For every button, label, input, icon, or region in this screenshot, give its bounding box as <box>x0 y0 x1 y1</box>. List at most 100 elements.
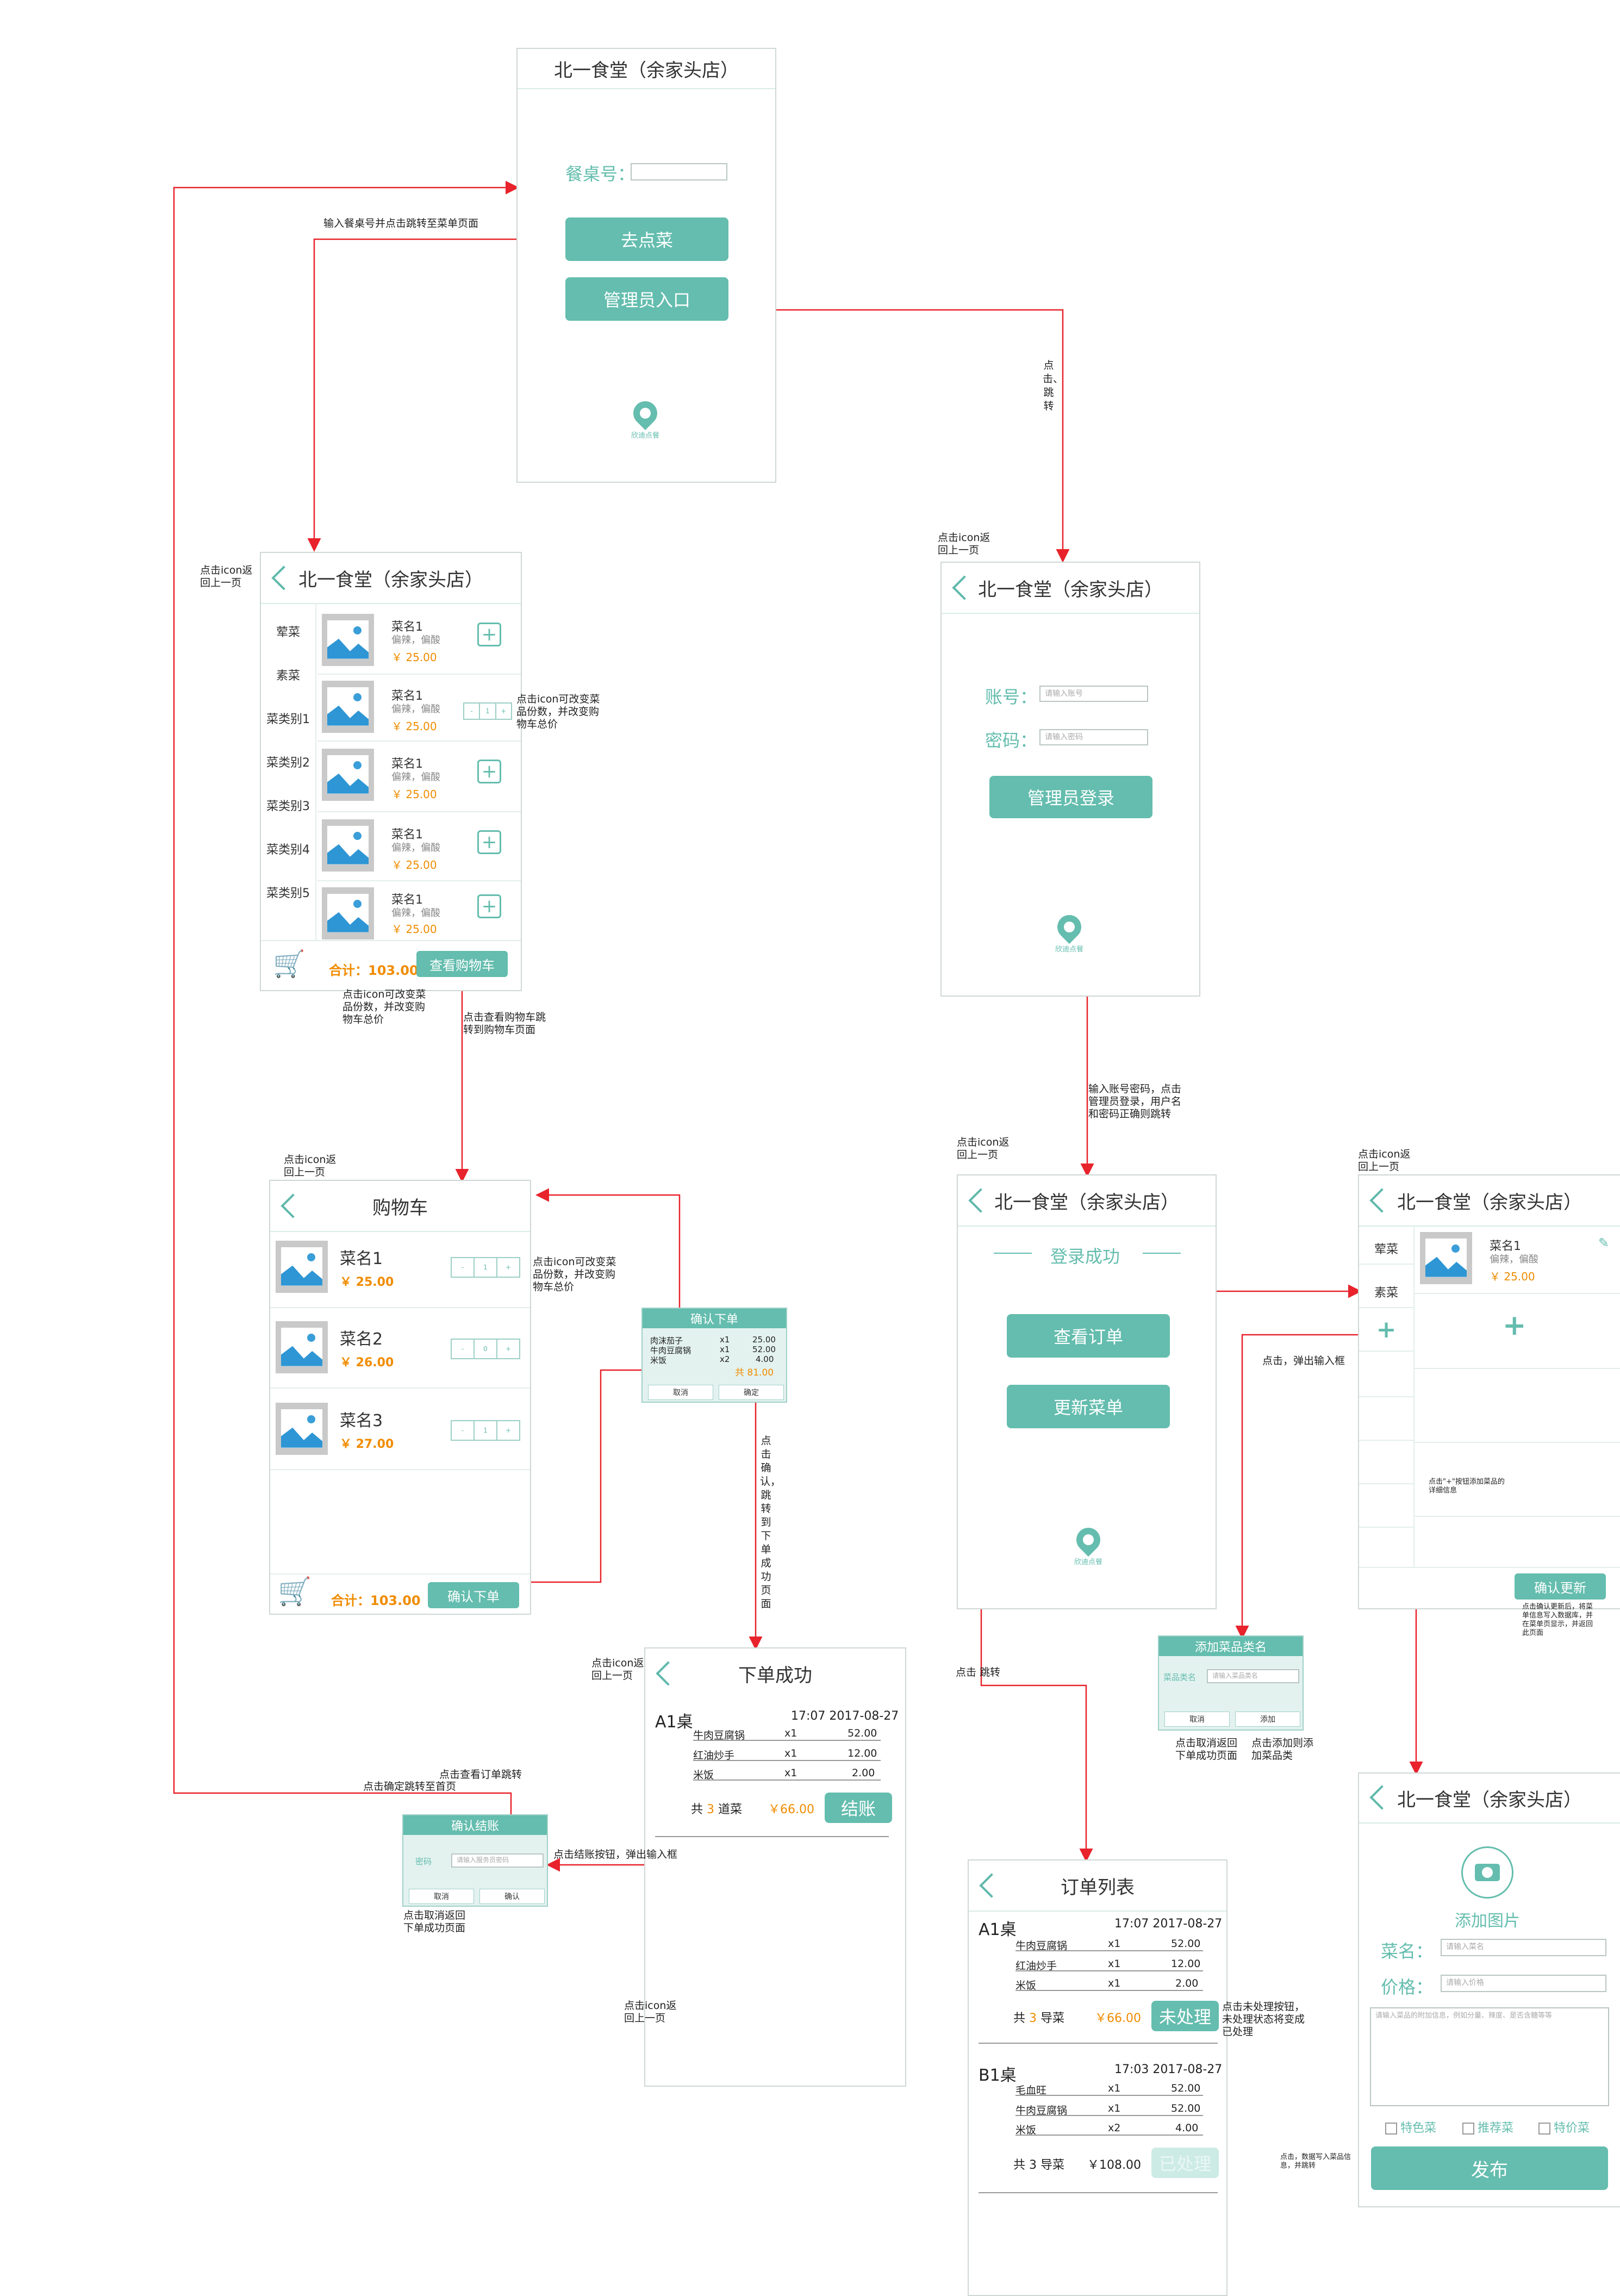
dish-image <box>322 749 374 801</box>
price-input[interactable]: 请输入价格 <box>1441 1975 1606 1992</box>
line-price: 52.00 <box>1171 2082 1201 2094</box>
count-prefix: 共 <box>691 1803 703 1816</box>
table-number-input[interactable] <box>631 163 727 181</box>
ok-button[interactable]: 确认 <box>479 1889 545 1904</box>
category-item[interactable]: 荤菜 <box>276 626 300 639</box>
category-item[interactable]: 菜类别5 <box>266 887 310 900</box>
title-line <box>994 1253 1032 1254</box>
quantity-stepper[interactable]: - 1+ <box>451 1420 520 1441</box>
row-divider <box>1359 1483 1413 1484</box>
annotation: 点击、跳转 <box>1043 359 1064 412</box>
checkbox[interactable] <box>1538 2123 1550 2135</box>
location-pin-icon <box>1071 1522 1106 1557</box>
category-item[interactable]: 菜类别4 <box>266 843 310 857</box>
add-dish-icon[interactable]: + <box>477 623 501 646</box>
quantity-stepper[interactable]: - 1 + <box>463 702 512 720</box>
order-button[interactable]: 去点菜 <box>565 217 728 261</box>
dish-description-textarea[interactable]: 请输入菜品的附加信息，例如分量、辣度、是否含糖等等 <box>1370 2007 1609 2106</box>
add-button[interactable]: 添加 <box>1235 1712 1300 1727</box>
home-title: 北一食堂（余家头店） <box>518 49 775 89</box>
checkbox[interactable] <box>1462 2123 1474 2135</box>
status-button-unprocessed[interactable]: 未处理 <box>1151 2001 1219 2031</box>
back-icon[interactable] <box>271 565 296 590</box>
back-icon[interactable] <box>1369 1188 1394 1213</box>
line-price: 12.00 <box>1171 1958 1201 1970</box>
annotation: 点击，弹出输入框 <box>1262 1355 1345 1367</box>
account-input[interactable]: 请输入账号 <box>1039 686 1148 702</box>
line-name: 米饭 <box>650 1355 667 1365</box>
line-qty: x2 <box>720 1354 730 1364</box>
status-button-processed[interactable]: 已处理 <box>1151 2148 1219 2178</box>
table-number-label: 餐桌号： <box>565 164 635 184</box>
flag-recommended[interactable]: 推荐菜 <box>1462 2118 1513 2136</box>
back-icon[interactable] <box>1369 1785 1394 1810</box>
category-name-input[interactable]: 请输入菜品类名 <box>1207 1669 1299 1683</box>
minus-button[interactable]: - <box>470 707 473 715</box>
location-pin-icon <box>1052 910 1087 944</box>
confirm-update-button[interactable]: 确认更新 <box>1515 1573 1606 1600</box>
camera-icon[interactable] <box>1461 1846 1513 1899</box>
line-price: 52.00 <box>848 1727 877 1739</box>
back-icon[interactable] <box>968 1188 993 1213</box>
category-item[interactable]: 素菜 <box>276 669 300 683</box>
edit-pencil-icon[interactable]: ✎ <box>1598 1235 1610 1250</box>
back-icon[interactable] <box>979 1873 1004 1898</box>
minus-button[interactable]: - <box>461 1345 464 1353</box>
category-item[interactable]: 素菜 <box>1374 1286 1398 1300</box>
dish-price: ￥ 25.00 <box>1490 1270 1535 1283</box>
admin-entry-button[interactable]: 管理员入口 <box>565 277 728 321</box>
password-input[interactable]: 请输入服务员密码 <box>451 1853 544 1868</box>
update-menu-button[interactable]: 更新菜单 <box>1007 1385 1170 1428</box>
dish-image <box>1420 1232 1472 1284</box>
category-item[interactable]: 荤菜 <box>1374 1243 1398 1256</box>
category-item[interactable]: 菜类别3 <box>266 800 310 813</box>
cancel-button[interactable]: 取消 <box>648 1385 713 1400</box>
dish-price: ￥ 25.00 <box>391 923 437 936</box>
line-qty: x1 <box>1108 1977 1121 1989</box>
line-price: 52.00 <box>752 1345 776 1354</box>
back-icon[interactable] <box>656 1661 681 1686</box>
minus-button[interactable]: - <box>461 1264 464 1271</box>
ok-button[interactable]: 确定 <box>719 1385 784 1400</box>
confirm-order-button[interactable]: 确认下单 <box>428 1582 519 1608</box>
back-icon[interactable] <box>281 1193 306 1218</box>
quantity-stepper[interactable]: -0+ <box>451 1339 520 1359</box>
password-input[interactable]: 请输入密码 <box>1039 729 1148 745</box>
pay-button[interactable]: 结账 <box>825 1793 892 1823</box>
admin-login-button[interactable]: 管理员登录 <box>989 776 1152 818</box>
cart-total: 合计：103.00 <box>331 1593 421 1608</box>
plus-button[interactable]: + <box>495 704 511 719</box>
annotation: 点击icon返 回上一页 <box>938 532 990 556</box>
cart-icon[interactable]: 🛒 <box>273 949 306 979</box>
section-divider <box>655 1836 889 1837</box>
category-item[interactable]: 菜类别1 <box>266 713 310 726</box>
minus-button[interactable]: - <box>461 1427 464 1434</box>
add-dish-icon[interactable]: + <box>477 830 501 854</box>
row-divider <box>1359 1527 1413 1528</box>
plus-button[interactable]: + <box>496 1421 519 1440</box>
menu-screen: 北一食堂（余家头店） 荤菜 素菜 菜类别1 菜类别2 菜类别3 菜类别4 菜类别… <box>260 552 522 991</box>
back-icon[interactable] <box>952 575 977 600</box>
dish-name-input[interactable]: 请输入菜名 <box>1441 1939 1606 1956</box>
line-name: 牛肉豆腐锅 <box>1015 2105 1068 2117</box>
flag-special[interactable]: 特色菜 <box>1385 2118 1436 2136</box>
add-category-icon[interactable]: + <box>1376 1316 1397 1343</box>
plus-button[interactable]: + <box>496 1258 519 1277</box>
view-cart-button[interactable]: 查看购物车 <box>416 951 508 977</box>
cancel-button[interactable]: 取消 <box>1164 1712 1230 1727</box>
annotation: 点击icon返 回上一页 <box>200 564 253 589</box>
category-item[interactable]: 菜类别2 <box>266 756 310 770</box>
add-dish-icon[interactable]: + <box>477 894 501 918</box>
dish-image <box>322 614 374 666</box>
popup-title: 确认结账 <box>403 1815 547 1835</box>
quantity-stepper[interactable]: -1+ <box>451 1257 520 1278</box>
quantity-value: 1 <box>473 1421 496 1440</box>
publish-button[interactable]: 发布 <box>1371 2146 1608 2190</box>
add-dish-icon[interactable]: + <box>1503 1309 1526 1342</box>
cancel-button[interactable]: 取消 <box>409 1889 474 1904</box>
checkbox[interactable] <box>1385 2123 1397 2135</box>
add-dish-icon[interactable]: + <box>477 760 501 783</box>
view-orders-button[interactable]: 查看订单 <box>1007 1314 1170 1358</box>
plus-button[interactable]: + <box>496 1340 519 1358</box>
flag-discount[interactable]: 特价菜 <box>1538 2118 1590 2136</box>
